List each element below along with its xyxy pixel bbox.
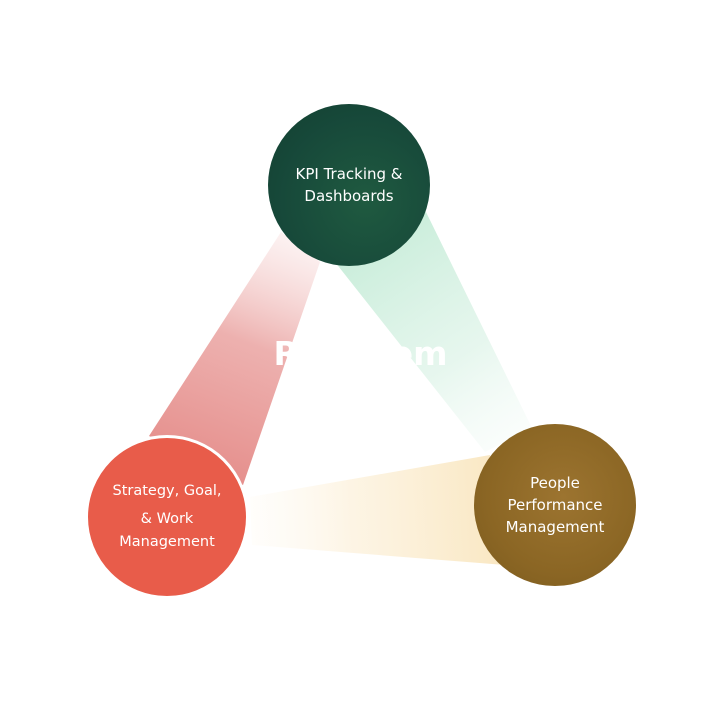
connector-strategy-kpi bbox=[149, 232, 320, 485]
node-strategy-goal-work: Strategy, Goal, & Work Management bbox=[85, 435, 249, 599]
node-strategy-line-3: Management bbox=[119, 534, 215, 550]
connector-people-strategy bbox=[250, 455, 505, 565]
node-kpi-tracking: KPI Tracking & Dashboards bbox=[268, 104, 430, 266]
node-strategy-line-1: Strategy, Goal, bbox=[112, 483, 222, 499]
node-people-line-1: People bbox=[530, 474, 580, 492]
node-kpi-line-2: Dashboards bbox=[304, 187, 394, 205]
node-people-line-2: Performance bbox=[507, 496, 603, 514]
node-strategy-line-2: & Work bbox=[140, 511, 194, 527]
node-people-performance: People Performance Management bbox=[474, 424, 636, 586]
node-people-line-3: Management bbox=[505, 518, 605, 536]
node-kpi-line-1: KPI Tracking & bbox=[295, 165, 403, 183]
connector-kpi-people bbox=[335, 210, 532, 452]
diagram-center-title: Rhy stem bbox=[273, 334, 448, 373]
